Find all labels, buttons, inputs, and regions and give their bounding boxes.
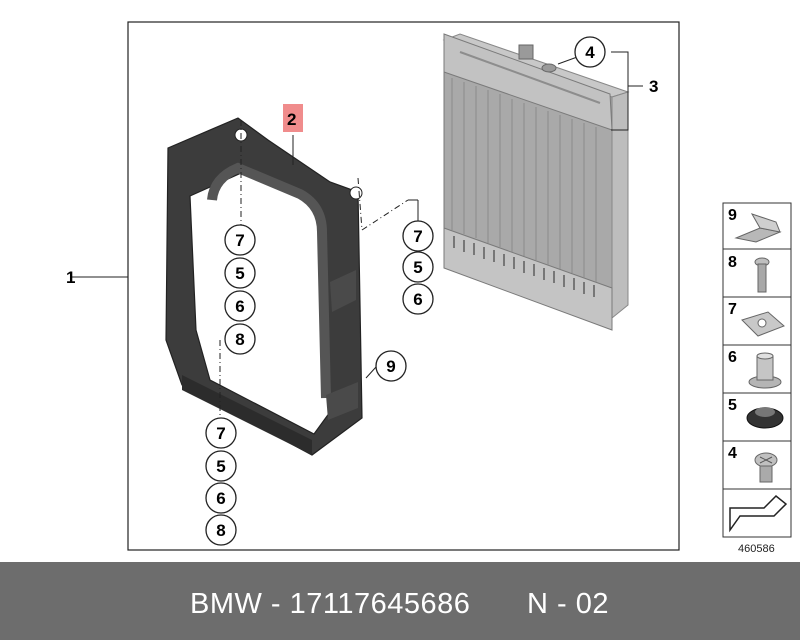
svg-text:6: 6 (413, 290, 422, 309)
svg-text:7: 7 (235, 231, 244, 250)
frame-drawing (165, 117, 363, 456)
svg-text:5: 5 (216, 457, 225, 476)
svg-text:8: 8 (216, 521, 225, 540)
callout-radiator-plug: 4 (585, 43, 595, 62)
svg-text:6: 6 (235, 297, 244, 316)
footer-bar (0, 562, 800, 640)
svg-text:8: 8 (235, 330, 244, 349)
leader-lines (219, 120, 409, 420)
callout-radiator-plug-circle (574, 36, 606, 68)
callout-radiator: 3 (649, 77, 658, 96)
svg-text:6: 6 (216, 489, 225, 508)
callout-clip: 9 (386, 357, 395, 376)
footer-variant: N - 02 (527, 588, 609, 620)
callout-clip-circle (375, 350, 407, 382)
parts-diagram: 1 2 3 4 7 5 6 8 7 5 6 8 7 5 6 9 (66, 21, 792, 555)
fastener-stack-left-top: 7 5 6 8 (224, 224, 256, 355)
svg-text:5: 5 (413, 258, 422, 277)
callout-part-highlight-box (283, 104, 303, 132)
svg-text:7: 7 (728, 301, 737, 318)
leader-solid (70, 51, 643, 379)
fastener-stack-left-bottom: 7 5 6 8 (205, 417, 237, 546)
legend-panel: 9 8 7 6 5 4 (722, 202, 792, 538)
svg-text:6: 6 (728, 349, 737, 366)
svg-text:4: 4 (728, 445, 737, 462)
callout-frame: 1 (66, 268, 75, 287)
callout-part-highlight: 2 (287, 110, 296, 129)
svg-text:7: 7 (413, 227, 422, 246)
svg-text:5: 5 (728, 397, 737, 414)
fastener-stack-right: 7 5 6 (402, 220, 434, 315)
svg-text:9: 9 (728, 207, 737, 224)
svg-text:8: 8 (728, 254, 737, 271)
drawing-number: 460586 (738, 543, 775, 555)
diagram-border (127, 21, 680, 551)
svg-text:5: 5 (235, 264, 244, 283)
footer-part-number: BMW - 17117645686 (190, 588, 471, 620)
svg-text:7: 7 (216, 424, 225, 443)
radiator-drawing (442, 33, 630, 331)
